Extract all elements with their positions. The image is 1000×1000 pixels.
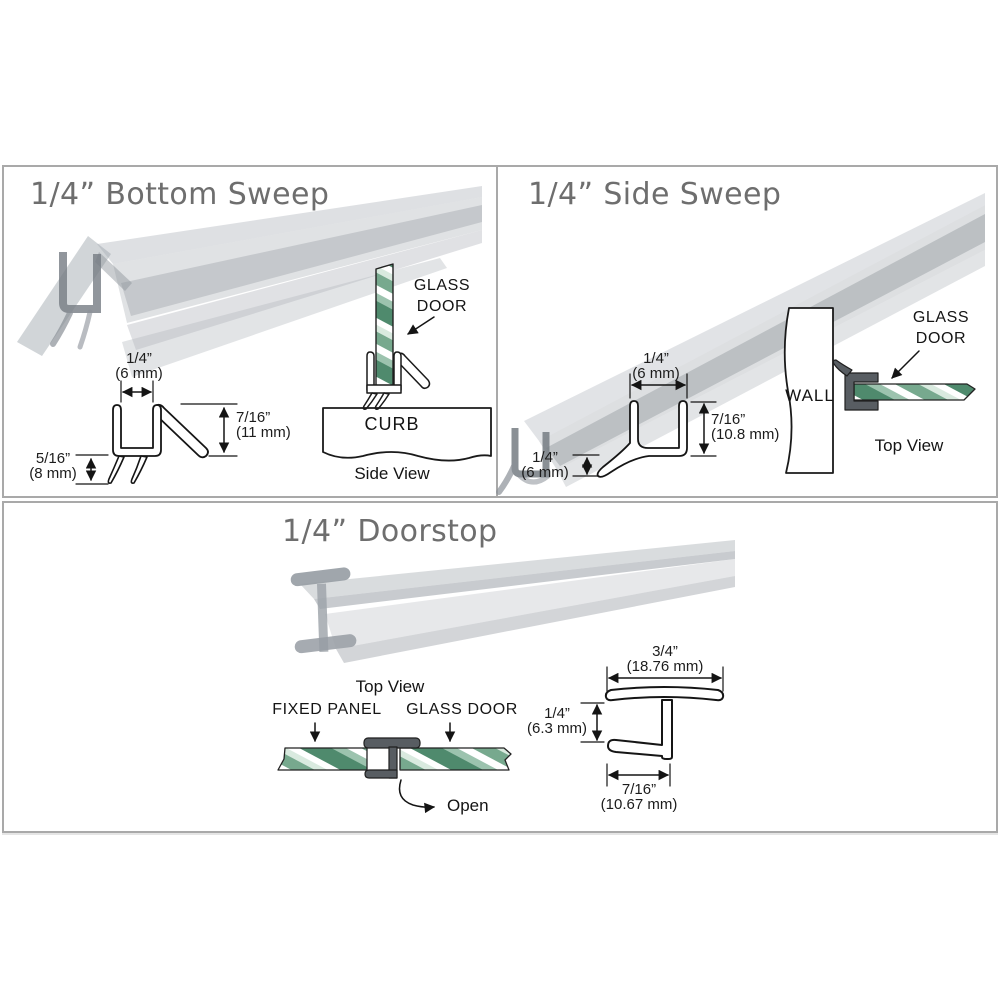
bottom-sweep-height-dimension: 7/16” (11 mm) — [236, 409, 291, 441]
top-view-caption: Top View — [874, 436, 944, 455]
doorstop-foot-dimension: 7/16” (10.67 mm) — [600, 781, 678, 813]
open-label: Open — [447, 796, 489, 815]
panel-bottom-sweep — [2, 165, 498, 498]
doorstop-width-dimension: 3/4” (18.76 mm) — [626, 643, 704, 675]
top-view-caption: Top View — [355, 677, 425, 696]
side-sweep-height-dimension: 7/16” (10.8 mm) — [711, 411, 780, 443]
glass-door-label: GLASS DOOR — [413, 277, 471, 315]
bottom-sweep-width-dimension: 1/4” (6 mm) — [115, 350, 163, 382]
side-sweep-title: 1/4” Side Sweep — [528, 177, 782, 212]
glass-door-label: GLASS DOOR — [912, 309, 970, 347]
bottom-sweep-drip-dimension: 5/16” (8 mm) — [29, 450, 77, 482]
glass-door-label: GLASS DOOR — [406, 701, 518, 718]
curb-label: CURB — [364, 414, 420, 434]
panel-doorstop — [2, 501, 998, 833]
side-view-caption: Side View — [354, 464, 430, 483]
panel-side-sweep — [496, 165, 998, 498]
wall-label: WALL — [785, 386, 835, 405]
doorstop-title: 1/4” Doorstop — [282, 514, 498, 549]
side-sweep-width-dimension: 1/4” (6 mm) — [632, 350, 680, 382]
side-sweep-fin-dimension: 1/4” (6 mm) — [521, 449, 569, 481]
bottom-sweep-title: 1/4” Bottom Sweep — [30, 177, 330, 212]
fixed-panel-label: FIXED PANEL — [272, 701, 382, 718]
doorstop-gap-dimension: 1/4” (6.3 mm) — [527, 705, 587, 737]
